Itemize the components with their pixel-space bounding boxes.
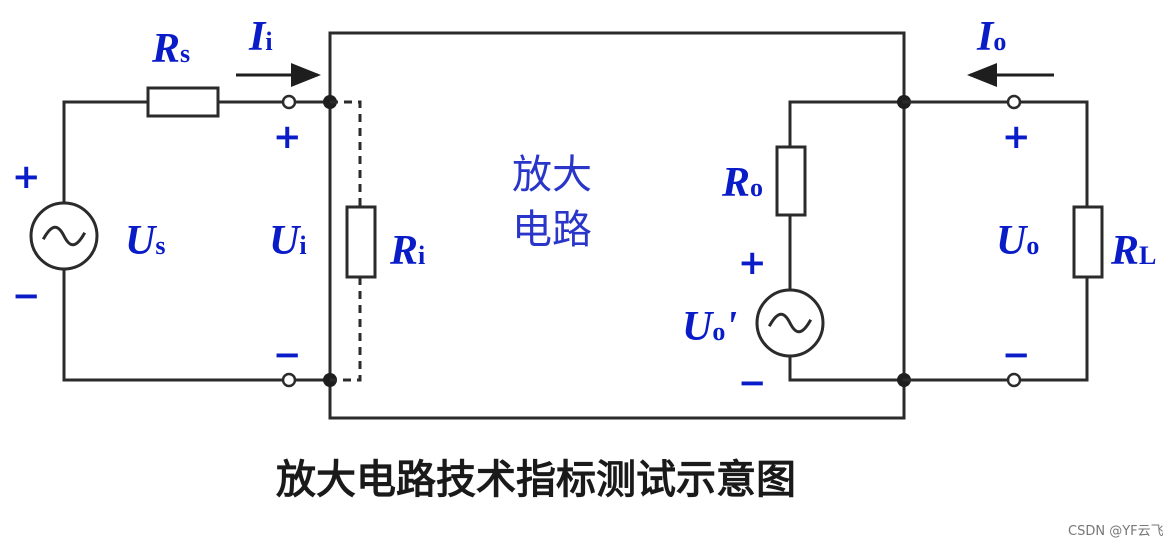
output-wire-bottom-right [1019,275,1089,382]
label-ro: Ro [721,160,763,206]
minus-sign-us: − [12,276,41,316]
plus-sign-uo: + [1002,117,1031,157]
label-uo: Uo [996,218,1039,264]
minus-sign-uo: − [1002,335,1031,375]
label-rl: RL [1110,228,1156,274]
watermark: CSDN @YF云飞 [1068,524,1164,539]
plus-sign-us: + [12,157,41,197]
input-terminal-top [281,94,297,110]
label-ri: Ri [389,228,425,274]
sine-glyph-uo [767,312,813,334]
resistor-ri [345,205,377,279]
resistor-ro [775,145,807,217]
box-text-line2: 电路 [512,207,592,253]
output-wire-top-right [1019,100,1089,209]
label-rs: Rs [151,26,190,72]
resistor-rs [146,86,220,118]
label-us: Us [125,218,165,264]
plus-sign-uo-prime: + [738,243,767,283]
input-terminal-bottom [281,372,297,388]
diagram-caption: 放大电路技术指标测试示意图 [276,457,796,503]
box-text-line1: 放大 [512,152,592,198]
output-terminal-top [1006,94,1022,110]
label-ii: Ii [248,14,273,60]
output-terminal-bottom [1006,372,1022,388]
plus-sign-ui: + [273,117,302,157]
ri-dashed-top [330,100,362,207]
ro-top-wire [788,100,906,149]
source-bottom-return-wire [788,354,906,382]
sine-glyph-us [41,225,87,247]
label-ui: Ui [269,218,307,264]
source-top-wire [62,100,150,238]
label-uo-prime: Uo' [682,304,737,350]
ri-dashed-bottom [330,277,362,382]
amplifier-box [328,31,906,420]
source-bottom-wire [62,262,284,382]
minus-sign-ui: − [273,335,302,375]
resistor-rl [1072,205,1104,279]
label-io: Io [976,14,1006,60]
minus-sign-uo-prime: − [738,363,767,403]
